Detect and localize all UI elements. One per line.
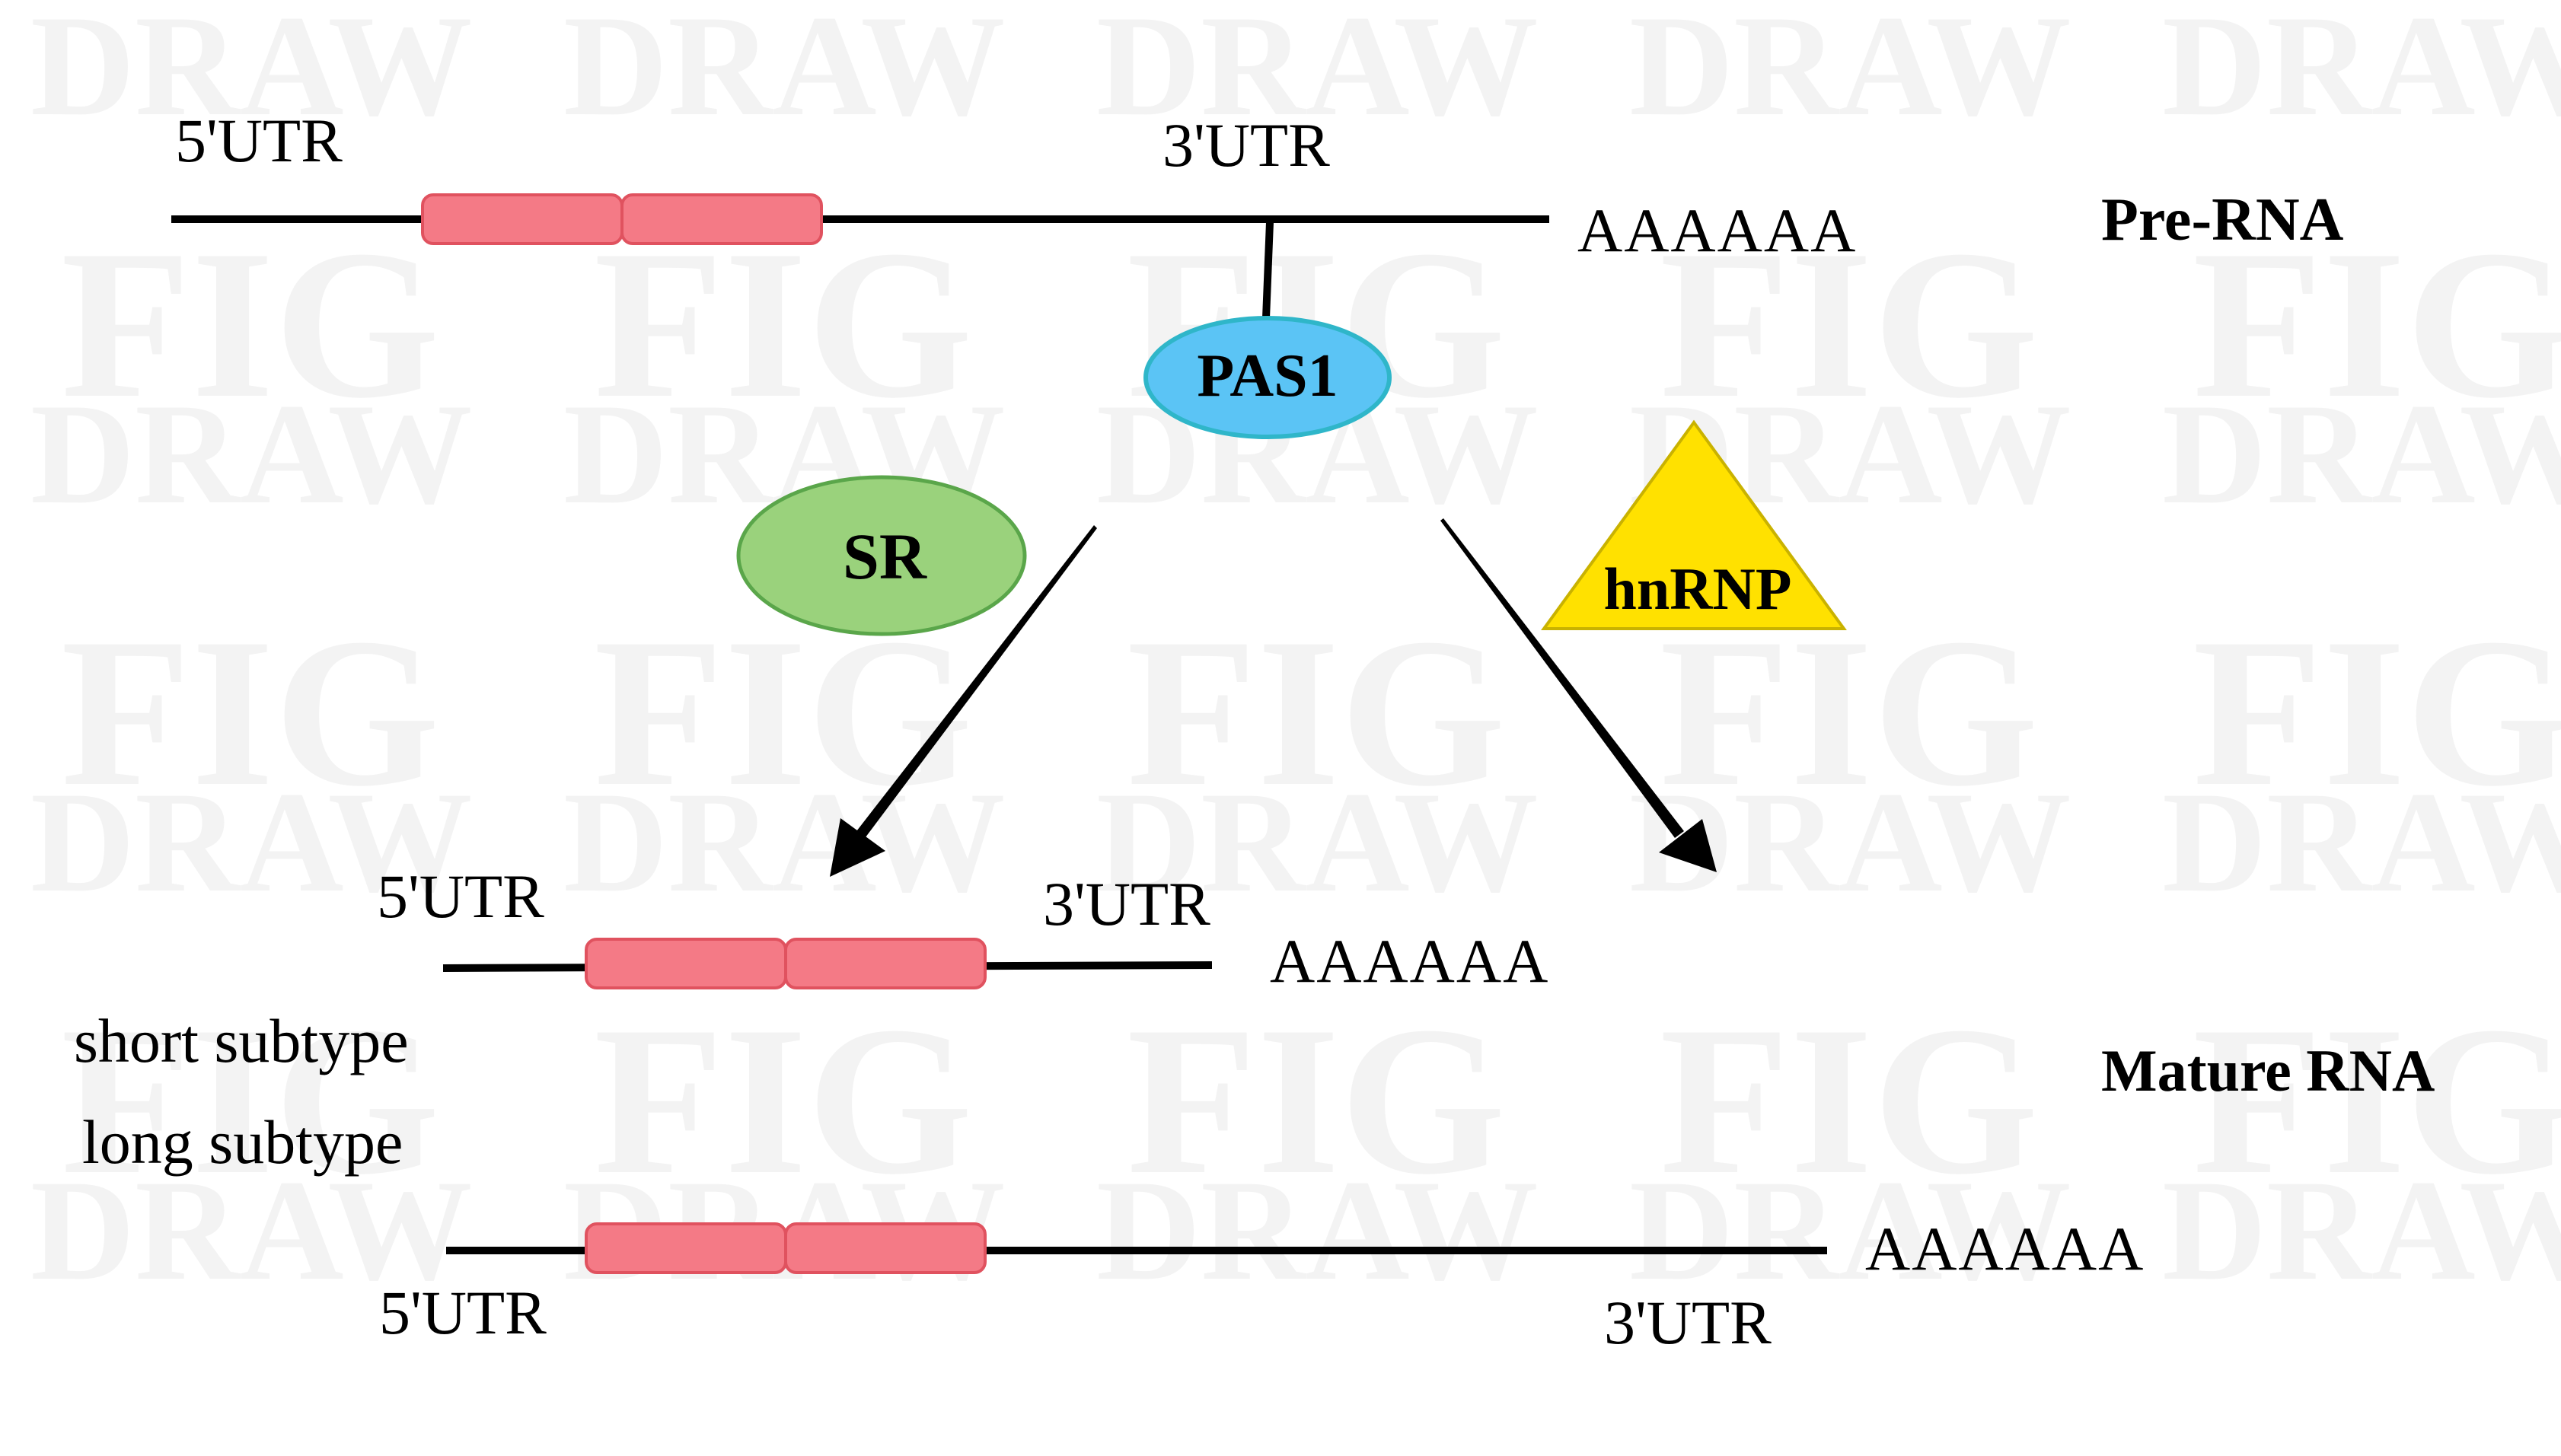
short-exon-1 [585,938,787,989]
arrow-to-long [1440,518,1717,872]
pas1-label: PAS1 [1197,342,1338,409]
watermark-fig-text: FIG [2193,982,2561,1219]
watermark-draw-text: DRAW [2162,763,2561,922]
watermark-fig-text: FIG [594,982,973,1219]
watermark-fig-text: FIG [1660,205,2039,442]
pre-rna-3utr-label: 3'UTR [1162,110,1330,180]
arrow-to-short-shaft [854,525,1097,840]
short-subtype-label: short subtype [74,1006,409,1075]
short-exon-2 [784,938,987,989]
watermark-fig-text: FIG [1660,982,2039,1219]
hnrnp-factor: hnRNP [1541,419,1847,630]
pas1-tether [1262,221,1274,319]
long-exon-1 [585,1222,787,1274]
watermark-fig-text: FIG [2193,594,2561,830]
watermark-draw-text: DRAW [30,0,473,146]
pre-rna-polya-label: AAAAAA [1577,196,1857,265]
pre-rna-title: Pre-RNA [2101,186,2344,253]
hnrnp-triangle [1541,419,1847,630]
watermark-draw-text: DRAW [563,763,1006,922]
long-5utr-label: 5'UTR [379,1278,547,1347]
mature-rna-title: Mature RNA [2101,1037,2435,1104]
watermark-fig-text: FIG [2193,205,2561,442]
arrow-to-short [830,525,1097,877]
long-polya-label: AAAAAA [1865,1214,2145,1283]
watermark-fig-text: FIG [1127,982,1506,1219]
long-subtype-label: long subtype [82,1107,403,1177]
long-3utr-label: 3'UTR [1604,1288,1772,1357]
arrow-to-short-head [830,818,885,877]
arrow-to-long-shaft [1440,518,1684,838]
pas1-ellipse [1143,316,1392,439]
watermark-draw-text: DRAW [30,763,473,922]
watermark-fig-text: FIG [1127,594,1506,830]
pre-rna-transcript: 5'UTR 3'UTR AAAAAA Pre-RNA [171,106,2344,319]
long-exon-2 [784,1222,987,1274]
pre-rna-exon-1 [421,193,624,245]
watermark-draw-text: DRAW [1629,1151,2071,1311]
sr-ellipse [736,475,1027,636]
watermark-draw-text: DRAW [1096,1151,1539,1311]
mature-rna-short-transcript: 5'UTR 3'UTR AAAAAA [377,862,1549,996]
arrow-to-long-head [1659,819,1717,872]
short-polya-label: AAAAAA [1270,926,1549,996]
pre-rna-5utr-label: 5'UTR [175,106,343,175]
short-5utr-label: 5'UTR [377,862,544,931]
watermark-draw-text: DRAW [30,374,473,534]
hnrnp-label: hnRNP [1603,556,1791,622]
sr-label: SR [843,520,927,593]
mature-rna-long-transcript: 5'UTR 3'UTR AAAAAA [379,1214,2145,1357]
watermark-draw-text: DRAW [2162,374,2561,534]
watermark-draw-text: DRAW [563,0,1006,146]
pre-rna-exon-2 [620,193,823,245]
watermark-draw-text: DRAW [2162,1151,2561,1311]
watermark-draw-text: DRAW [30,1151,473,1311]
watermark-fig-text: FIG [61,594,440,830]
watermark-fig-text: FIG [61,205,440,442]
watermark-fig-text: FIG [61,982,440,1219]
watermark: DRAW DRAW DRAW DRAW DRAW DRAW DRAW DRAW DRAW DRAW… [30,0,2561,1311]
watermark-draw-text: DRAW [1096,0,1539,146]
pas1-factor: PAS1 [1143,316,1392,439]
watermark-draw-text: DRAW [1629,0,2071,146]
watermark-fig-text: FIG [1660,594,2039,830]
watermark-draw-text: DRAW [2162,0,2561,146]
sr-factor: SR [736,475,1027,636]
watermark-draw-text: DRAW [1096,763,1539,922]
short-3utr-label: 3'UTR [1043,869,1210,938]
